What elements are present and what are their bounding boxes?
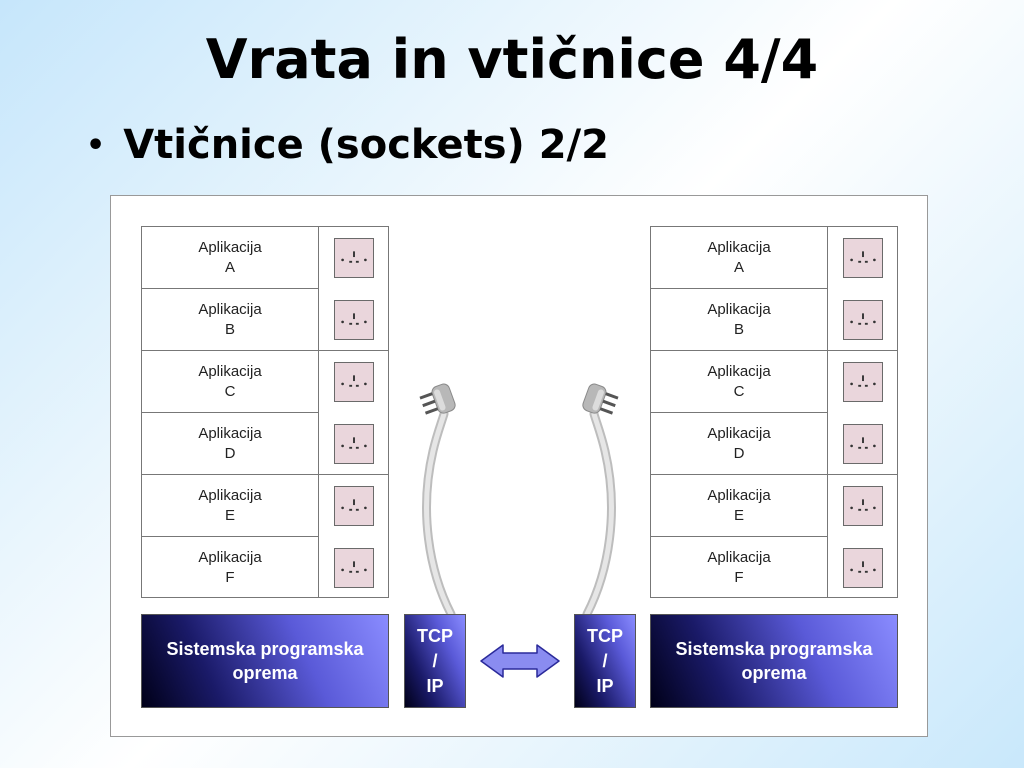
right-socket-group-1 [828,227,898,351]
bidirectional-arrow-icon [480,644,560,678]
left-socket-column [319,227,389,597]
power-socket-icon [334,486,374,526]
app-letter: F [225,569,235,586]
right-app-a: Aplikacija A [651,227,827,289]
app-label: Aplikacija [198,549,262,566]
tcp-slash: / [602,650,608,671]
right-socket-group-3 [828,475,898,599]
bullet-item: • Vtičnice (sockets) 2/2 [86,120,609,170]
app-letter: F [734,569,744,586]
power-socket-icon [334,362,374,402]
right-app-f: Aplikacija F [651,537,827,599]
app-label: Aplikacija [198,486,262,504]
left-plug-icon [419,383,456,415]
app-label: Aplikacija [707,362,771,380]
power-socket-icon [843,424,883,464]
app-label: Aplikacija [707,549,771,566]
app-letter: B [733,320,744,338]
system-label-line1: Sistemska programska [675,639,873,659]
app-letter: A [224,258,235,276]
power-socket-icon [843,362,883,402]
app-label: Aplikacija [198,424,262,442]
left-cable [422,409,456,619]
left-app-c: Aplikacija C [142,351,318,413]
app-label: Aplikacija [707,238,771,256]
left-socket-group-2 [319,351,389,475]
left-socket-group-1 [319,227,389,351]
left-app-b: Aplikacija B [142,289,318,351]
power-socket-icon [843,238,883,278]
right-app-c: Aplikacija C [651,351,827,413]
right-application-stack: Aplikacija A Aplikacija B Aplikacija C A… [650,226,898,598]
left-application-stack: Aplikacija A Aplikacija B Aplikacija C A… [141,226,389,598]
app-letter: C [224,382,236,400]
right-plug-icon [582,383,619,415]
right-system-software-box: Sistemska programska oprema [650,614,898,708]
app-letter: E [733,506,744,524]
left-system-software-box: Sistemska programska oprema [141,614,389,708]
left-app-d: Aplikacija D [142,413,318,475]
right-app-e: Aplikacija E [651,475,827,537]
ip-label: IP [426,675,444,696]
right-cable [582,409,616,619]
ip-label: IP [596,675,614,696]
right-application-column: Aplikacija A Aplikacija B Aplikacija C A… [651,227,828,597]
left-socket-group-3 [319,475,389,599]
power-socket-icon [334,300,374,340]
tcp-label: TCP [587,625,623,646]
tcp-label: TCP [417,625,453,646]
slide-title: Vrata in vtičnice 4/4 [205,28,819,91]
left-app-e: Aplikacija E [142,475,318,537]
system-label-line2: oprema [232,663,298,683]
power-socket-icon [843,300,883,340]
system-label-line1: Sistemska programska [166,639,364,659]
right-socket-column [828,227,898,597]
app-label: Aplikacija [707,486,771,504]
app-label: Aplikacija [198,362,262,380]
app-letter: D [224,444,236,462]
app-letter: C [733,382,745,400]
system-label-line2: oprema [741,663,807,683]
right-tcp-ip-box: TCP / IP [574,614,636,708]
app-letter: A [733,258,744,276]
app-label: Aplikacija [198,238,262,256]
app-letter: E [224,506,235,524]
power-socket-icon [334,424,374,464]
power-socket-icon [843,548,883,588]
bullet-marker: • [86,127,106,163]
tcp-slash: / [432,650,438,671]
app-label: Aplikacija [707,424,771,442]
power-socket-icon [334,548,374,588]
right-app-d: Aplikacija D [651,413,827,475]
right-socket-group-2 [828,351,898,475]
bullet-text: Vtičnice (sockets) 2/2 [123,122,609,168]
left-tcp-ip-box: TCP / IP [404,614,466,708]
power-socket-icon [334,238,374,278]
app-label: Aplikacija [707,300,771,318]
left-application-column: Aplikacija A Aplikacija B Aplikacija C A… [142,227,319,597]
app-letter: B [224,320,235,338]
socket-diagram: Aplikacija A Aplikacija B Aplikacija C A… [110,195,928,737]
app-letter: D [733,444,745,462]
left-app-f: Aplikacija F [142,537,318,599]
right-app-b: Aplikacija B [651,289,827,351]
app-label: Aplikacija [198,300,262,318]
left-app-a: Aplikacija A [142,227,318,289]
power-socket-icon [843,486,883,526]
